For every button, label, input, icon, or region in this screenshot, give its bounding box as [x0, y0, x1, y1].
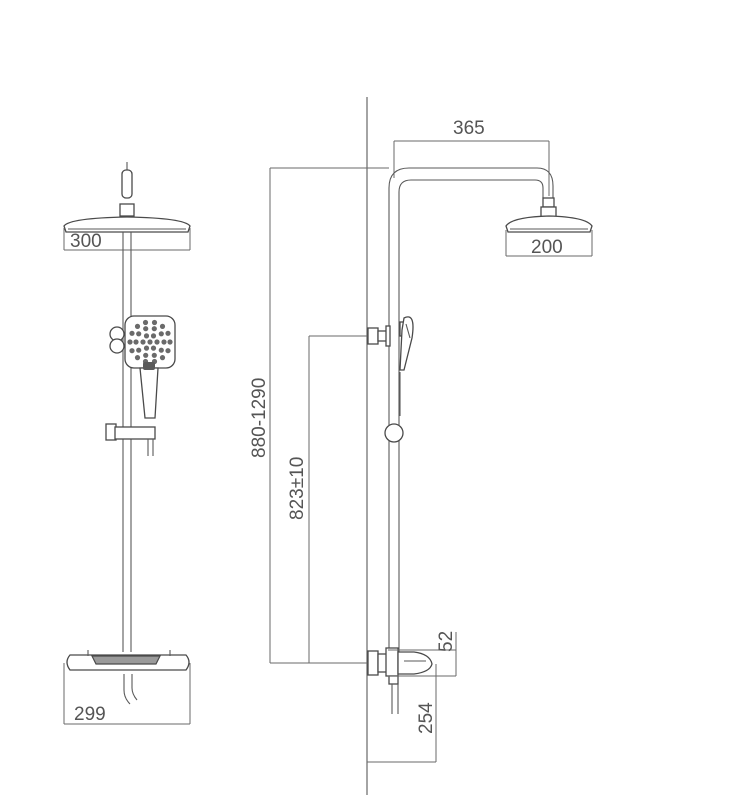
side-spout-reach-dimension: 254	[367, 664, 437, 763]
spray-nozzle-dot	[147, 339, 153, 345]
spray-nozzle-dot	[143, 333, 150, 339]
side-hand-shower	[384, 316, 414, 443]
hand-shower-spray-dots	[127, 319, 173, 365]
side-head-width-label: 200	[531, 237, 563, 258]
side-outlet-height-label: 823±10	[287, 457, 308, 520]
spray-nozzle-dot	[159, 323, 166, 329]
side-total-height-dimension: 880-1290	[249, 167, 389, 664]
spray-nozzle-dot	[136, 331, 142, 337]
spray-nozzle-dot	[151, 326, 157, 332]
spray-nozzle-dot	[150, 333, 157, 339]
side-total-height-label: 880-1290	[249, 378, 270, 458]
spray-nozzle-dot	[154, 339, 160, 345]
spray-nozzle-dot	[142, 319, 149, 326]
front-head-width-label: 300	[70, 231, 102, 252]
spray-nozzle-dot	[143, 326, 149, 332]
spray-nozzle-dot	[133, 339, 139, 345]
spray-nozzle-dot	[158, 347, 164, 353]
side-outlet-height-dimension: 823±10	[287, 335, 368, 663]
side-view: 365 200 880-1290	[249, 97, 593, 795]
side-valve-height-label: 52	[436, 631, 457, 652]
front-valve-width-label: 299	[74, 704, 106, 725]
front-rain-shower-head	[63, 216, 191, 233]
spray-nozzle-dot	[150, 345, 157, 351]
spray-nozzle-dot	[158, 331, 164, 337]
spray-nozzle-dot	[143, 345, 150, 351]
side-arm-dimension: 365	[393, 118, 550, 196]
spray-nozzle-dot	[140, 339, 146, 345]
spray-nozzle-dot	[159, 355, 166, 361]
front-top-connector	[119, 162, 135, 217]
side-upper-wall-bracket	[367, 325, 391, 347]
side-rain-shower-head	[505, 215, 593, 233]
side-valve-height-dimension: 52	[388, 631, 457, 677]
front-view: 300	[63, 162, 191, 725]
spray-nozzle-dot	[167, 339, 173, 345]
spray-nozzle-dot	[134, 355, 141, 361]
front-riser-rail	[122, 232, 132, 652]
side-spout-reach-label: 254	[416, 702, 437, 734]
spray-nozzle-dot	[136, 347, 142, 353]
spray-nozzle-dot	[151, 319, 158, 326]
front-slider-bracket	[105, 423, 156, 456]
spray-nozzle-dot	[165, 330, 171, 336]
front-head-dimension: 300	[63, 228, 191, 252]
front-supply-hose	[123, 674, 138, 705]
side-arm-reach-label: 365	[453, 118, 485, 139]
front-thermostatic-valve	[66, 650, 190, 671]
front-valve-dimension: 299	[63, 663, 191, 725]
side-riser-and-arm	[388, 167, 557, 655]
front-hand-shower	[109, 315, 176, 419]
spray-nozzle-dot	[129, 348, 135, 354]
spray-nozzle-dot	[151, 352, 157, 358]
side-head-dimension: 200	[505, 230, 593, 258]
spray-nozzle-dot	[143, 352, 149, 358]
spray-nozzle-dot	[161, 339, 167, 345]
spray-nozzle-dot	[127, 339, 133, 345]
spray-nozzle-dot	[129, 330, 135, 336]
spray-nozzle-dot	[165, 348, 171, 354]
spray-nozzle-dot	[134, 323, 141, 329]
